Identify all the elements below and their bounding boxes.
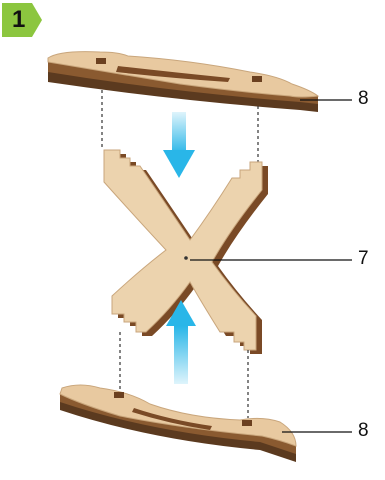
step-number: 1 xyxy=(12,3,25,37)
part-label-bottom-rail: 8 xyxy=(358,420,369,442)
part-label-cross-brace: 7 xyxy=(358,248,369,270)
part-label-top-rail: 8 xyxy=(358,88,369,110)
bottom-rail-part xyxy=(60,385,296,462)
arrow-down-icon xyxy=(163,112,195,178)
top-rail-part xyxy=(48,52,318,112)
